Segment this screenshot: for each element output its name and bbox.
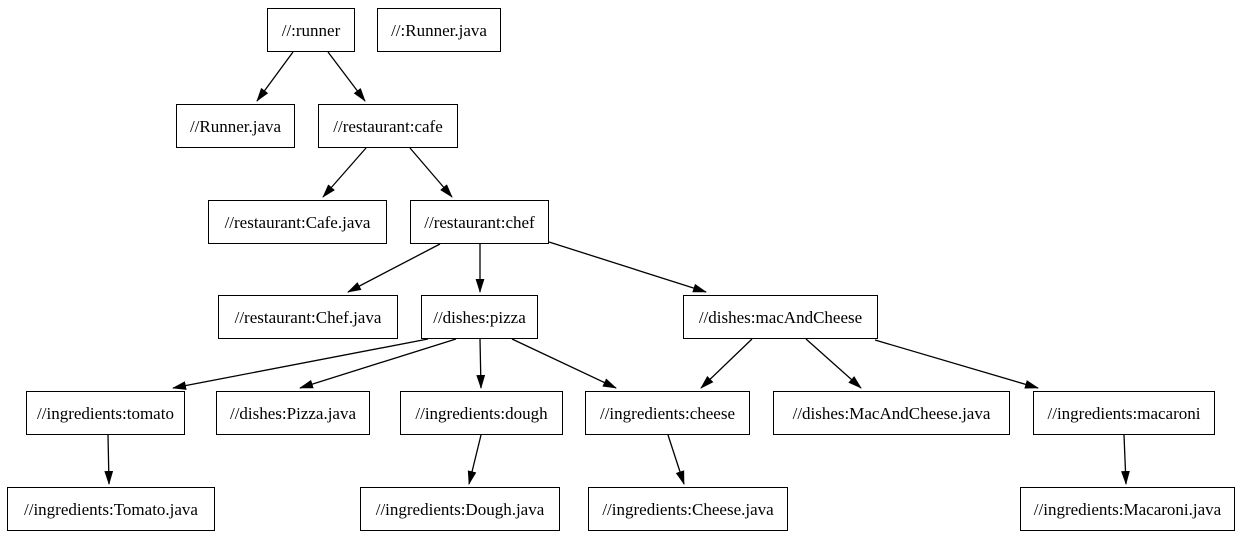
edge-pizza-to-tomato [172, 338, 429, 390]
edge-pizza-to-cheese [511, 338, 617, 389]
node-cafe_java: //restaurant:Cafe.java [208, 200, 387, 244]
node-label: //ingredients:Cheese.java [602, 499, 774, 519]
edge-macandcheese-to-macaroni [874, 339, 1039, 389]
edge-cafe-to-cafe_java [322, 147, 367, 198]
edge-cheese-to-cheese_java [667, 434, 685, 485]
node-label: //dishes:Pizza.java [229, 403, 357, 423]
node-label: //ingredients:cheese [599, 403, 735, 423]
edge-dough-to-dough_java [467, 434, 482, 485]
node-cheese_java: //ingredients:Cheese.java [588, 487, 788, 531]
node-runner: //:runner [267, 8, 355, 52]
node-pizza: //dishes:pizza [421, 295, 538, 339]
node-label: //ingredients:Macaroni.java [1033, 499, 1222, 519]
node-label: //dishes:pizza [433, 307, 526, 327]
node-pizza_java: //dishes:Pizza.java [216, 391, 370, 435]
node-chef: //restaurant:chef [410, 200, 549, 244]
node-label: //ingredients:macaroni [1047, 403, 1201, 423]
edge-runner-to-cafe [327, 51, 366, 102]
node-label: //:runner [281, 20, 341, 40]
node-runner_java: //Runner.java [176, 104, 295, 148]
node-label: //restaurant:Chef.java [234, 307, 382, 327]
node-tomato_java: //ingredients:Tomato.java [7, 487, 215, 531]
node-macandcheese_java: //dishes:MacAndCheese.java [773, 391, 1010, 435]
edge-pizza-to-dough [476, 338, 486, 389]
edge-macaroni-to-macaroni_java [1121, 434, 1130, 485]
edge-runner-to-runner_java [256, 51, 294, 102]
node-dough_java: //ingredients:Dough.java [360, 487, 560, 531]
edge-cafe-to-chef [409, 147, 453, 198]
node-chef_java: //restaurant:Chef.java [218, 295, 398, 339]
edge-chef-to-chef_java [347, 243, 441, 293]
node-cafe: //restaurant:cafe [318, 104, 458, 148]
node-macaroni_java: //ingredients:Macaroni.java [1020, 487, 1235, 531]
node-label: //ingredients:Dough.java [375, 499, 545, 519]
node-label: //restaurant:cafe [333, 116, 443, 136]
edge-chef-to-macandcheese [548, 241, 707, 293]
node-label: //Runner.java [189, 116, 282, 136]
node-label: //restaurant:Cafe.java [224, 212, 371, 232]
node-label: //ingredients:Tomato.java [24, 499, 198, 519]
edge-macandcheese-to-macandcheese_java [805, 338, 862, 389]
node-label: //ingredients:dough [415, 403, 548, 423]
edge-macandcheese-to-cheese [700, 338, 753, 389]
node-runner_java_top: //:Runner.java [377, 8, 501, 52]
node-tomato: //ingredients:tomato [26, 391, 185, 435]
node-label: //dishes:macAndCheese [698, 307, 863, 327]
node-label: //restaurant:chef [424, 212, 535, 232]
node-dough: //ingredients:dough [400, 391, 563, 435]
node-label: //ingredients:tomato [37, 403, 174, 423]
edge-pizza-to-pizza_java [299, 338, 457, 389]
node-macaroni: //ingredients:macaroni [1033, 391, 1215, 435]
node-macandcheese: //dishes:macAndCheese [683, 295, 878, 339]
node-label: //:Runner.java [391, 20, 487, 40]
node-label: //dishes:MacAndCheese.java [792, 403, 991, 423]
edge-tomato-to-tomato_java [104, 434, 114, 485]
node-cheese: //ingredients:cheese [585, 391, 750, 435]
